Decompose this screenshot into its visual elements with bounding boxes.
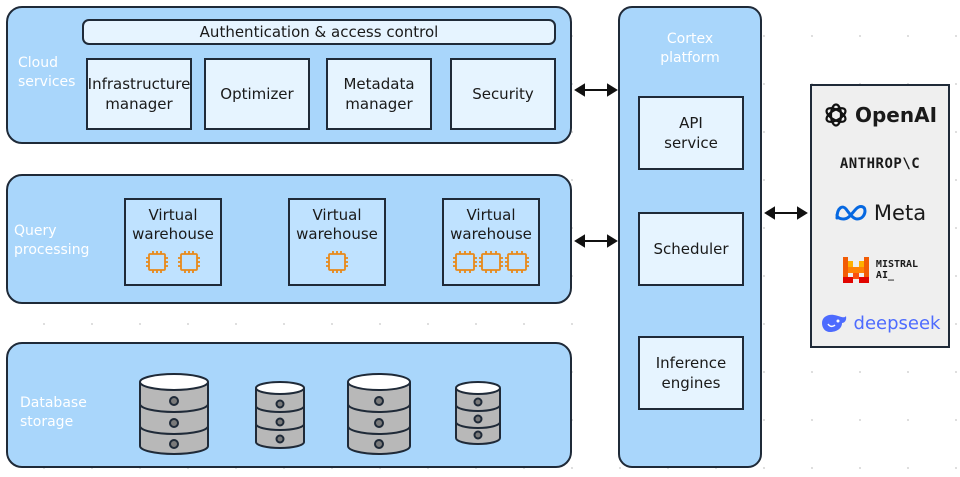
- compute-chip-icon: [452, 250, 478, 274]
- virtual-warehouse-1: Virtual warehouse: [124, 198, 222, 286]
- database-icon: [139, 373, 209, 455]
- llm-providers-panel: OpenAI ANTHROP\C Meta MISTRAL AI_: [810, 84, 950, 348]
- bidirectional-arrow-icon: [574, 234, 618, 248]
- cortex-platform-label: Cortex platform: [660, 31, 720, 66]
- compute-chip-icon: [478, 250, 504, 274]
- scheduler-box: Scheduler: [638, 212, 744, 286]
- cloud-services-panel: Cloud services Authentication & access c…: [6, 6, 572, 144]
- mistral-logo-icon: [842, 257, 869, 283]
- database-storage-panel: Database storage: [6, 342, 572, 468]
- openai-logo: OpenAI: [812, 100, 948, 130]
- query-processing-panel: Query processing Virtual warehouse Virtu…: [6, 174, 572, 304]
- meta-logo-icon: [835, 205, 867, 221]
- bidirectional-arrow-icon: [764, 206, 808, 220]
- compute-chip-icon: [325, 250, 349, 274]
- database-icon: [347, 373, 411, 455]
- query-processing-label: Query processing: [14, 223, 90, 258]
- database-icon: [455, 381, 501, 445]
- virtual-warehouse-2: Virtual warehouse: [288, 198, 386, 286]
- auth-access-control-bar: Authentication & access control: [82, 19, 556, 45]
- optimizer-box: Optimizer: [204, 58, 310, 130]
- deepseek-whale-icon: [821, 314, 846, 332]
- mistral-ai-logo: MISTRAL AI_: [812, 254, 948, 286]
- deepseek-logo: deepseek: [812, 310, 948, 336]
- database-icon: [255, 381, 305, 449]
- cloud-services-label: Cloud services: [18, 55, 76, 90]
- meta-logo: Meta: [812, 198, 948, 228]
- compute-chip-icon: [177, 250, 201, 274]
- database-storage-label: Database storage: [20, 395, 87, 430]
- security-box: Security: [450, 58, 556, 130]
- compute-chip-icon: [504, 250, 530, 274]
- openai-logo-icon: [825, 103, 847, 127]
- anthropic-logo: ANTHROP\C: [839, 156, 921, 172]
- virtual-warehouse-3: Virtual warehouse: [442, 198, 540, 286]
- compute-chip-icon: [145, 250, 169, 274]
- bidirectional-arrow-icon: [574, 83, 618, 97]
